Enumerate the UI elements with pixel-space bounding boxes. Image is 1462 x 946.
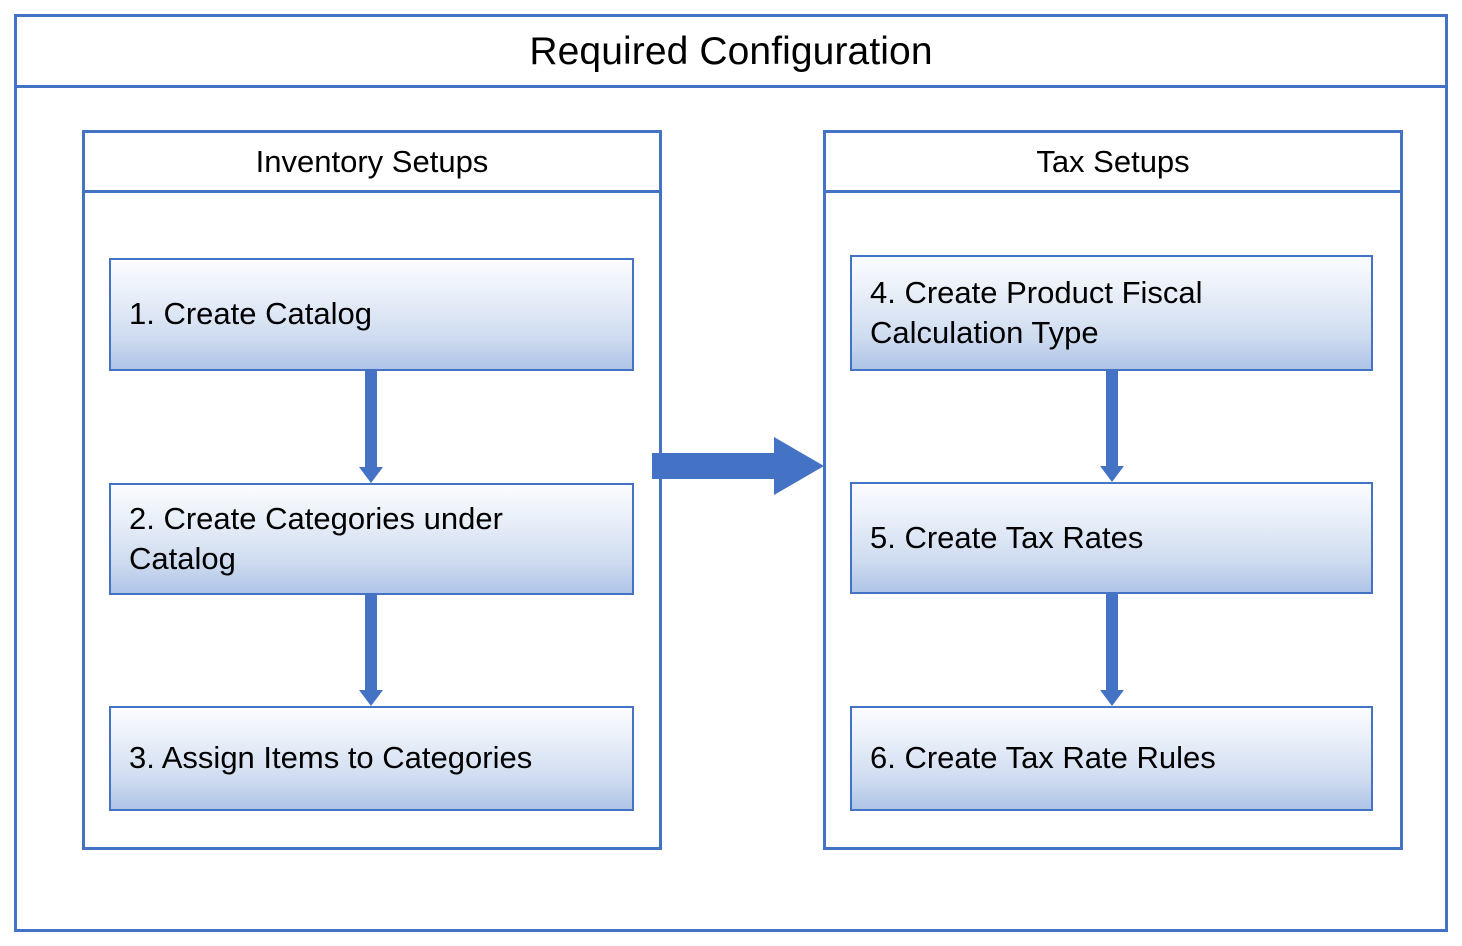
step-label-6: 6. Create Tax Rate Rules	[870, 740, 1216, 776]
arrow-head	[1100, 690, 1124, 706]
step-label-2: 2. Create Categories under Catalog	[129, 500, 503, 576]
step-label-3: 3. Assign Items to Categories	[129, 740, 533, 776]
arrow-head	[774, 437, 824, 495]
arrow-down-icon-step5-to-step6	[1100, 594, 1124, 706]
arrow-head	[359, 690, 383, 706]
group-header-tax-setups: Tax Setups	[826, 133, 1400, 193]
step-box-6[interactable]: 6. Create Tax Rate Rules	[850, 706, 1373, 811]
group-tax-setups: Tax Setups	[823, 130, 1403, 850]
group-title-inventory-setups: Inventory Setups	[255, 144, 489, 179]
arrow-shaft	[652, 453, 774, 479]
group-inventory-setups: Inventory Setups	[82, 130, 662, 850]
arrow-down-icon-step2-to-step3	[359, 595, 383, 706]
arrow-down-icon-step1-to-step2	[359, 371, 383, 483]
diagram-title-bar: Required Configuration	[17, 17, 1445, 88]
step-label-5: 5. Create Tax Rates	[870, 519, 1144, 555]
step-box-1[interactable]: 1. Create Catalog	[109, 258, 634, 371]
group-title-tax-setups: Tax Setups	[1036, 144, 1190, 179]
group-header-inventory-setups: Inventory Setups	[85, 133, 659, 193]
step-box-4[interactable]: 4. Create Product Fiscal Calculation Typ…	[850, 255, 1373, 371]
step-label-4: 4. Create Product Fiscal Calculation Typ…	[870, 274, 1203, 350]
step-box-2[interactable]: 2. Create Categories under Catalog	[109, 483, 634, 595]
arrow-head	[359, 467, 383, 483]
arrow-shaft	[1106, 371, 1118, 466]
arrow-head	[1100, 466, 1124, 482]
diagram-title: Required Configuration	[529, 29, 933, 73]
step-box-5[interactable]: 5. Create Tax Rates	[850, 482, 1373, 594]
step-box-3[interactable]: 3. Assign Items to Categories	[109, 706, 634, 811]
arrow-shaft	[1106, 594, 1118, 690]
arrow-right-icon-inventory-to-tax	[652, 437, 824, 495]
arrow-shaft	[365, 595, 377, 690]
arrow-shaft	[365, 371, 377, 467]
step-label-1: 1. Create Catalog	[129, 296, 372, 332]
arrow-down-icon-step4-to-step5	[1100, 371, 1124, 482]
